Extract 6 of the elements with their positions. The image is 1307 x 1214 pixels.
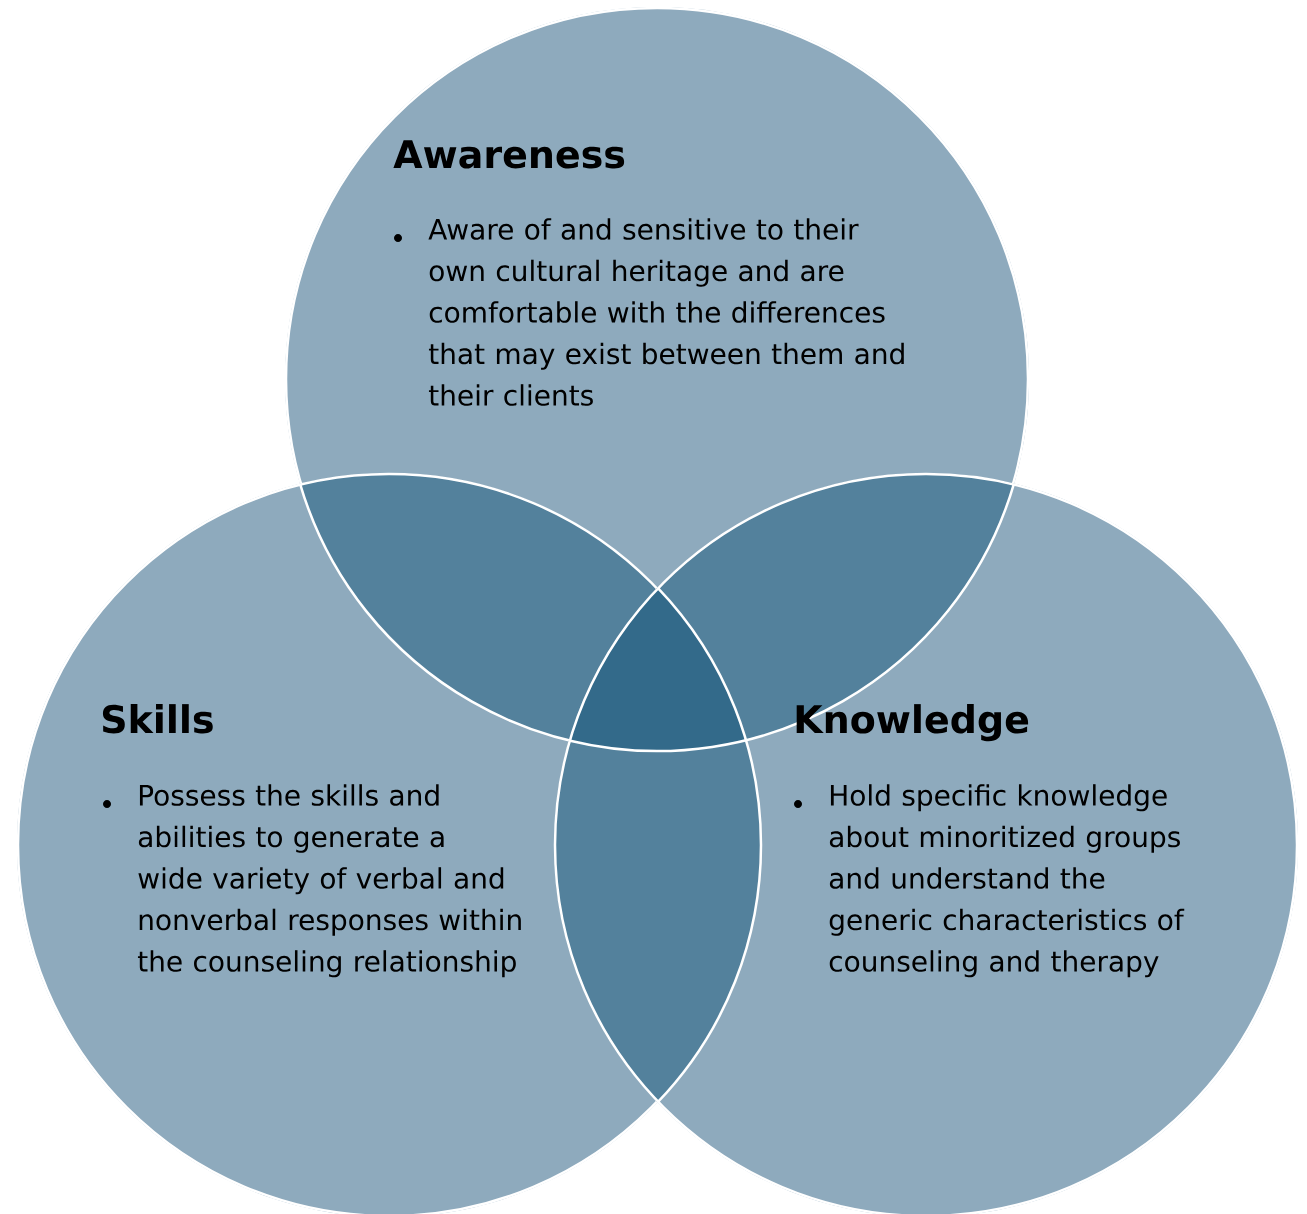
circle-heading: Awareness xyxy=(393,140,625,169)
circle-heading: Knowledge xyxy=(796,704,1029,742)
bullet-text: Aware of and sensitive to their own cultural heritage and are comfortable with the differences that may exist between them and their clients xyxy=(428,218,904,406)
bullet-text: Possess the skills and abilities to generate a wide variety of verbal and nonverbal responses within the counseling relationship xyxy=(137,784,521,978)
bullet-text: Hold specific knowledge about minoritized groups and understand the generic characteristics of counseling and therapy xyxy=(829,784,1185,978)
circle-heading: Skills xyxy=(102,704,213,734)
